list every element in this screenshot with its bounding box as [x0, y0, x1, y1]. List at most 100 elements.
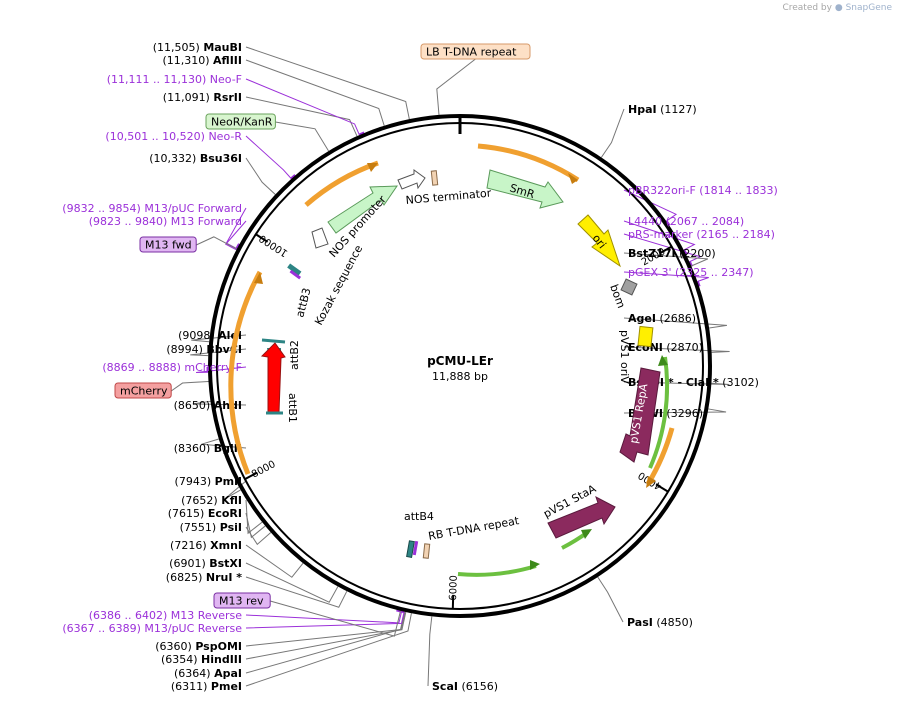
boxed-label-bg: [114, 382, 172, 399]
label-attb3: attB3: [293, 287, 313, 319]
leader-line: [245, 562, 339, 603]
feature-pvs1-repa-arrow: [619, 367, 661, 463]
leader-line: [623, 346, 730, 353]
leader-line: [597, 576, 624, 623]
label-nos-terminator: NOS terminator: [405, 187, 492, 207]
site-label: (9098) AleI: [178, 329, 242, 342]
feature-attb4: [406, 540, 415, 558]
leader-line: [623, 220, 696, 251]
site-label: (7216) XmnI: [170, 539, 242, 552]
site-label: pRS-marker (2165 .. 2184): [628, 228, 775, 241]
boxed-label-bg: [139, 236, 197, 253]
site-label: (6825) NruI *: [166, 571, 242, 584]
site-label: (6311) PmeI: [171, 680, 242, 693]
snapgene-credit: Created by ● SnapGene: [782, 3, 892, 13]
feature-pvs1-oriv: [637, 325, 654, 348]
feature-smr-arrow: [486, 169, 564, 209]
site-labels: HpaI (1127)pBR322ori-F (1814 .. 1833)L44…: [62, 41, 778, 693]
feature-attb2: [261, 338, 286, 344]
site-label: PasI (4850): [627, 616, 693, 629]
leader-line: [623, 252, 709, 267]
label-attb2: attB2: [288, 340, 301, 370]
site-label: (8869 .. 8888) mCherry-F: [102, 361, 242, 374]
site-label: (6386 .. 6402) M13 Reverse: [89, 609, 242, 622]
orf-arc-mcherry: [228, 270, 263, 475]
boxed-label-text: NeoR/KanR: [211, 116, 273, 129]
site-label: (7551) PsiI: [180, 521, 242, 534]
site-label: (11,505) MauBI: [153, 41, 242, 54]
feature-attb4-primer: [412, 540, 419, 556]
feature-neokan-arrow: [327, 185, 398, 234]
site-label: (9832 .. 9854) M13/pUC Forward: [62, 202, 242, 215]
leader-line: [245, 135, 292, 180]
leader-line: [245, 96, 358, 137]
leader-line: [245, 544, 304, 578]
leader-line: [275, 121, 330, 152]
boxed-label-bg: [420, 43, 531, 60]
leader-line: [623, 189, 678, 222]
leader-line: [195, 236, 238, 250]
site-label: (11,091) RsrII: [163, 91, 242, 104]
rb-tdna-mark: [422, 543, 431, 559]
nos-terminator-mark: [430, 170, 439, 186]
orf-arc-rb-head: [530, 560, 540, 570]
feature-nos-promoter-arrow: [397, 169, 426, 190]
site-label: (10,501 .. 10,520) Neo-R: [105, 130, 242, 143]
site-label: (7615) EcoRI: [168, 507, 242, 520]
credit-brand: SnapGene: [845, 3, 892, 13]
site-label: BstZ17I (2200): [628, 247, 716, 260]
leader-line: [191, 334, 247, 343]
feature-pvs1-staa-arrow: [547, 495, 616, 539]
orf-arc-repa-head: [646, 476, 656, 488]
feature-mcherry-arrow: [260, 342, 286, 413]
leader-line: [427, 616, 433, 687]
feature-bom: [620, 278, 638, 296]
leader-line: [245, 78, 360, 136]
leader-line: [245, 611, 405, 629]
label-attb1: attB1: [286, 393, 299, 423]
site-label: (6360) PspOMI: [155, 640, 242, 653]
leader-line: [245, 499, 263, 535]
plasmid-size: 11,888 bp: [432, 370, 488, 383]
site-label: (10,332) Bsu36I: [149, 152, 242, 165]
boxed-label-bg: [213, 592, 271, 609]
site-label: pGEX 3' (2325 .. 2347): [628, 266, 754, 279]
leader-line: [245, 611, 406, 674]
credit-prefix: Created by: [782, 3, 832, 13]
feature-ori-arrow: [577, 214, 621, 268]
feature-attb3: [287, 263, 302, 276]
leader-line: [623, 271, 709, 282]
label-attb4: attB4: [404, 510, 434, 523]
tick-mark: [655, 483, 669, 493]
site-label: (7943) PmlI: [175, 475, 242, 488]
tick-label: 8000: [250, 459, 278, 481]
site-label: (9823 .. 9840) M13 Forward: [89, 215, 242, 228]
site-label: L4440 (2067 .. 2084): [628, 215, 744, 228]
tick-label: 10000: [257, 232, 290, 258]
site-label: (6354) HindIII: [161, 653, 242, 666]
site-label: ScaI (6156): [432, 680, 498, 693]
orf-arc-mcherry-head: [254, 272, 263, 284]
label-pvs1-oriv: pVS1 oriV: [618, 330, 631, 384]
plasmid-name: pCMU-LEr: [427, 354, 493, 368]
site-label: (6367 .. 6389) M13/pUC Reverse: [62, 622, 242, 635]
site-label: (11,111 .. 11,130) Neo-F: [107, 73, 242, 86]
backbone-outer-ring: [208, 114, 712, 618]
orf-arc-neokan-head: [367, 163, 378, 172]
orf-arc-staa-head: [581, 529, 592, 539]
leader-line: [623, 233, 702, 263]
snapgene-logo-icon: ●: [834, 3, 843, 13]
leader-line: [436, 58, 476, 115]
tick-label: 6000: [448, 575, 460, 601]
site-label: (6364) ApaI: [174, 667, 242, 680]
label-rb-tdna-repeat: RB T-DNA repeat: [427, 514, 520, 543]
site-label: EcoNI (2870): [628, 341, 703, 354]
tick-mark: [658, 245, 673, 255]
site-label: (6901) BstXI: [169, 557, 242, 570]
site-label: AgeI (2686): [628, 312, 696, 325]
leader-line: [245, 59, 385, 126]
site-label: (7652) KflI: [181, 494, 242, 507]
leader-line: [623, 408, 727, 414]
leader-line: [192, 400, 247, 406]
site-label: HpaI (1127): [628, 103, 697, 116]
